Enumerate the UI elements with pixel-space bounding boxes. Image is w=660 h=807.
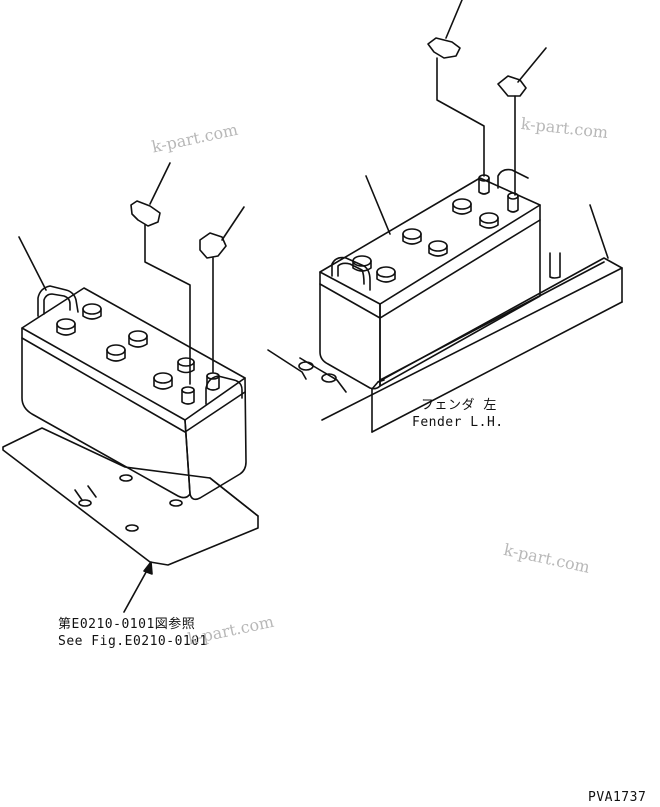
drawing-code: PVA1737 [588, 790, 647, 805]
reference-label-japanese: 第E0210-0101図参照 [58, 617, 196, 632]
right-battery [319, 168, 541, 390]
left-battery-cables [130, 162, 245, 385]
left-battery-tray [2, 427, 259, 566]
reference-label-english: See Fig.E0210-0101 [58, 634, 208, 649]
right-battery-cables [427, 0, 547, 196]
fender-label-japanese: フェンダ 左 [421, 398, 497, 413]
left-battery [18, 236, 247, 501]
fender-label-english: Fender L.H. [412, 415, 504, 430]
reference-arrow [123, 561, 153, 613]
fender-left [267, 204, 623, 433]
